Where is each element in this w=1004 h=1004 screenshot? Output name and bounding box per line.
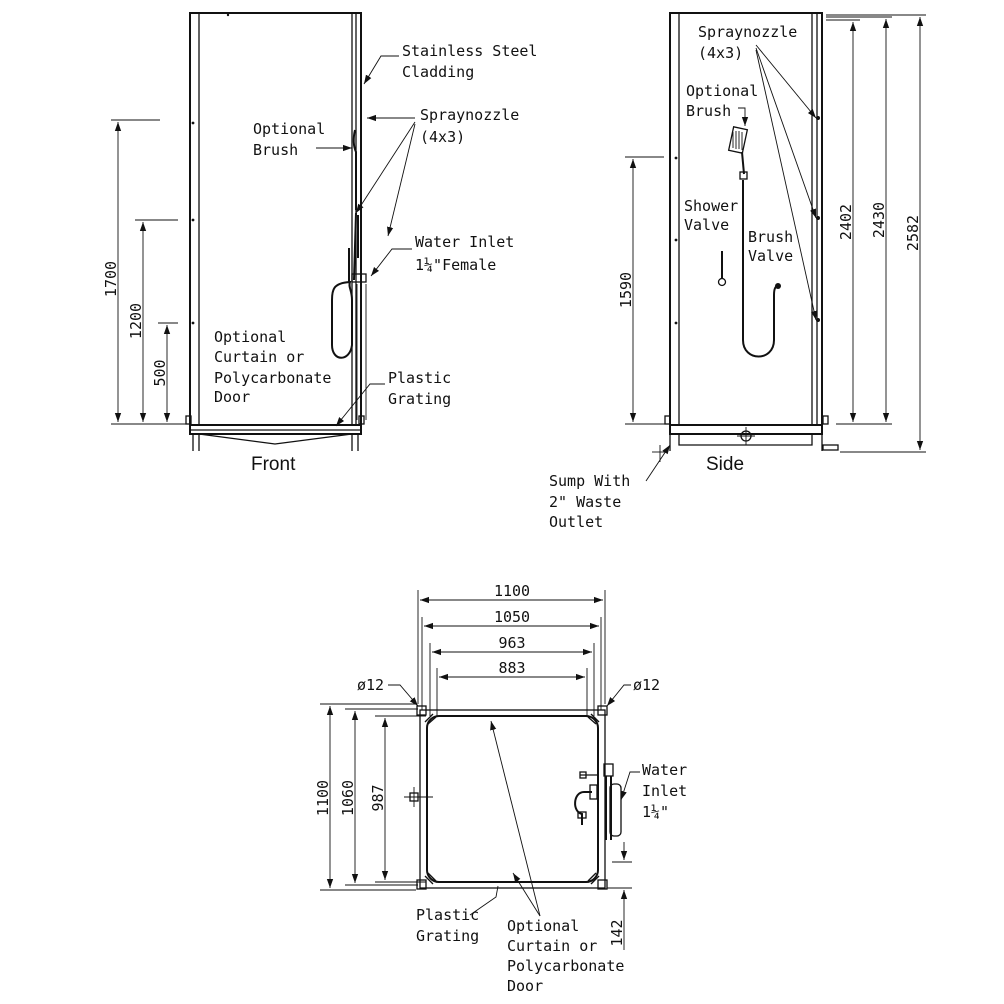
side-view: Side Spraynozzle (4x3) Optional Brush Sh… (549, 12, 926, 531)
side-dim-2402: 2402 (837, 204, 855, 240)
front-dim-1200: 1200 (127, 303, 145, 339)
plan-dim-h1060: 1060 (339, 780, 357, 816)
plan-valves (574, 763, 622, 840)
side-dim-1590: 1590 (617, 272, 635, 308)
side-label-sump: Sump With 2" Waste Outlet (549, 472, 639, 531)
plan-dim-w1050: 1050 (494, 608, 530, 626)
side-label-spraynozzle: Spraynozzle (4x3) (698, 23, 806, 62)
plan-dim-h987: 987 (369, 784, 387, 811)
plan-dimensions-vertical: 1100 1060 987 142 (314, 703, 632, 950)
front-dimensions: 1700 1200 500 (102, 119, 186, 425)
front-hose (331, 280, 353, 359)
front-brush (352, 129, 357, 210)
front-label-water-inlet: Water Inlet 1¼"Female (415, 233, 523, 274)
front-label-brush: Optional Brush (253, 120, 334, 159)
plan-cabinet-outline (419, 709, 606, 889)
side-brush (727, 126, 781, 358)
side-dim-2430: 2430 (870, 202, 888, 238)
plan-dim-w1100: 1100 (494, 582, 530, 600)
front-label-cladding: Stainless Steel Cladding (402, 42, 547, 81)
front-dim-500: 500 (151, 359, 169, 386)
plan-label-hole-left: ø12 (357, 676, 384, 694)
side-label-brush-valve: Brush Valve (748, 228, 802, 265)
front-view: Front Stainless Steel Cladding Spraynozz… (102, 12, 547, 475)
plan-label-water-inlet: Water Inlet 1¼" (642, 761, 696, 821)
front-water-inlet-fitting (351, 273, 367, 283)
front-dim-1700: 1700 (102, 261, 120, 297)
plan-dim-w963: 963 (498, 634, 525, 652)
plan-dim-h1100: 1100 (314, 780, 332, 816)
front-title: Front (251, 454, 296, 475)
front-label-spraynozzle: Spraynozzle (4x3) (420, 106, 528, 146)
plan-dim-w883: 883 (498, 659, 525, 677)
plan-dim-142: 142 (608, 919, 626, 946)
plan-label-grating: Plastic Grating (416, 906, 488, 945)
front-label-grating: Plastic Grating (388, 369, 460, 408)
side-title: Side (706, 454, 744, 475)
front-label-curtain: Optional Curtain or Polycarbonate Door (214, 328, 340, 406)
side-label-brush: Optional Brush (686, 82, 767, 120)
plan-label-curtain: Optional Curtain or Polycarbonate Door (507, 917, 633, 995)
side-shower-valve (717, 251, 727, 287)
side-label-shower-valve: Shower Valve (684, 197, 747, 234)
plan-grating-outline (426, 715, 599, 883)
plan-dimensions-horizontal: 1100 1050 963 883 (417, 582, 606, 716)
plan-label-hole-right: ø12 (633, 676, 660, 694)
side-dim-2582: 2582 (904, 215, 922, 251)
plan-view: ø12 ø12 Water Inlet 1¼" Plastic Grating … (314, 582, 696, 995)
side-dimensions: 1590 2402 2430 2582 (617, 14, 926, 453)
